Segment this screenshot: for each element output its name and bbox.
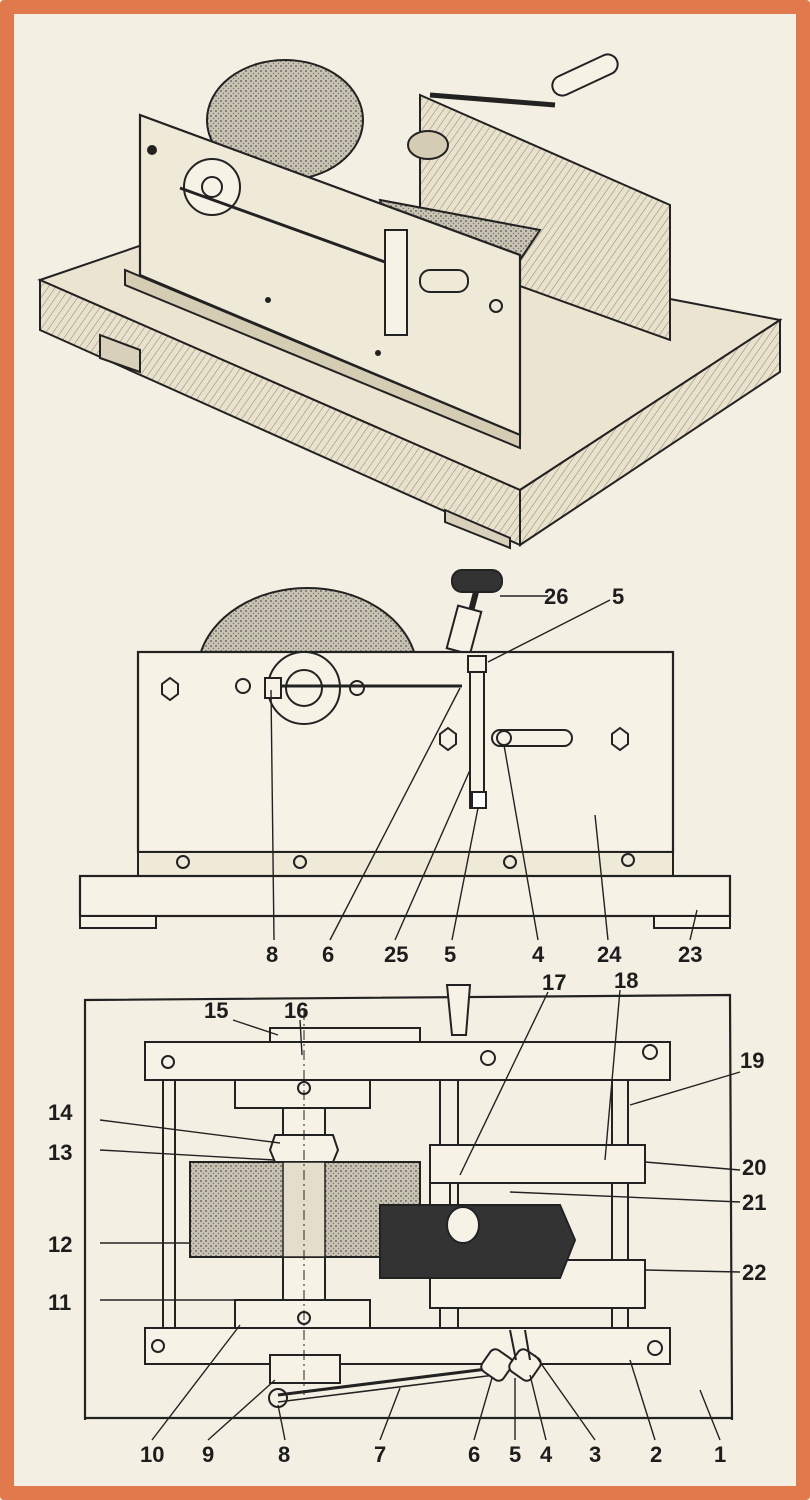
- label-5-front: 5: [444, 942, 456, 967]
- label-11: 11: [48, 1290, 71, 1315]
- label-5-top: 5: [612, 584, 624, 609]
- iso-foot-left: [99, 333, 141, 374]
- plan-base-board: [83, 993, 734, 1421]
- label-3: 3: [589, 1442, 601, 1467]
- iso-adjust-knob: [407, 130, 449, 160]
- label-4-front: 4: [532, 942, 545, 967]
- front-adjust-knob: [445, 569, 503, 656]
- iso-base-right: [519, 318, 781, 547]
- iso-crank-arm: [429, 92, 556, 108]
- label-15: 15: [204, 998, 228, 1023]
- label-8-front: 8: [266, 942, 278, 967]
- label-2: 2: [650, 1442, 662, 1467]
- isometric-view: [37, 53, 783, 550]
- label-16: 16: [284, 998, 308, 1023]
- label-22: 22: [742, 1260, 766, 1285]
- label-6-front: 6: [322, 942, 334, 967]
- label-24: 24: [597, 942, 622, 967]
- label-1: 1: [714, 1442, 726, 1467]
- iso-back-plate: [419, 93, 671, 342]
- front-view-labels: 26 5 8 6 25 5 4 24 23: [266, 584, 702, 967]
- plan-connecting-rod: [277, 1366, 496, 1397]
- iso-foot-right: [444, 508, 511, 550]
- label-5-plan: 5: [509, 1442, 521, 1467]
- label-10: 10: [140, 1442, 164, 1467]
- front-view: [78, 569, 732, 941]
- iso-connecting-rod: [179, 186, 386, 264]
- label-6-plan: 6: [468, 1442, 480, 1467]
- label-25: 25: [384, 942, 408, 967]
- plan-view-labels: 15 16 17 18 19 14 13 20 21 12 22 11 10 9…: [48, 968, 766, 1467]
- plan-view: [83, 984, 741, 1441]
- plan-workpiece: [379, 1204, 577, 1279]
- front-grinding-wheel: [198, 587, 417, 656]
- front-base-board: [78, 874, 732, 918]
- iso-crank-handle: [551, 53, 619, 97]
- front-slot-handle: [491, 729, 573, 747]
- label-4-plan: 4: [540, 1442, 553, 1467]
- label-20: 20: [742, 1155, 766, 1180]
- label-18: 18: [614, 968, 638, 993]
- label-13: 13: [48, 1140, 72, 1165]
- label-12: 12: [48, 1232, 72, 1257]
- label-17: 17: [542, 970, 566, 995]
- label-14: 14: [48, 1100, 73, 1125]
- label-21: 21: [742, 1190, 766, 1215]
- iso-pulley: [183, 158, 241, 216]
- label-8-plan: 8: [278, 1442, 290, 1467]
- iso-lever-bracket: [384, 229, 408, 336]
- iso-angle-rail: [124, 268, 521, 450]
- plan-pulley-block: [269, 1354, 341, 1384]
- label-26: 26: [544, 584, 568, 609]
- label-23: 23: [678, 942, 702, 967]
- label-19: 19: [740, 1048, 764, 1073]
- label-7: 7: [374, 1442, 386, 1467]
- label-9: 9: [202, 1442, 214, 1467]
